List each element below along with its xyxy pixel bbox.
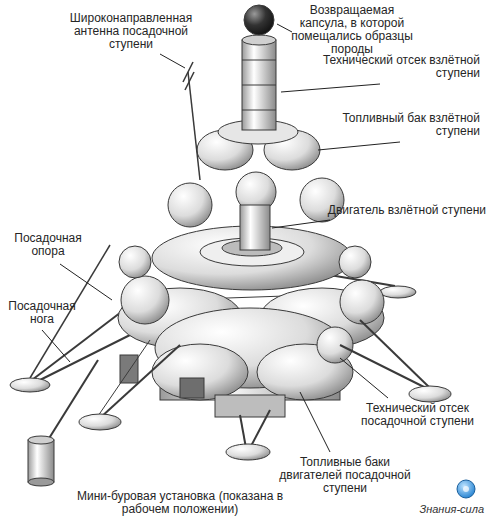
part-label: Топливные баки двигателей посадочной сту… xyxy=(270,456,420,495)
part-label: Возвращаемая капсула, в которой помещали… xyxy=(286,4,418,56)
watermark: Знания-сила xyxy=(392,503,484,516)
part-label: Топливный бак взлётной ступени xyxy=(330,112,480,138)
part-label: Посадочная нога xyxy=(4,300,80,326)
part-label: Технический отсек посадочной ступени xyxy=(345,402,490,428)
watermark-icon xyxy=(457,480,475,498)
leader-lines xyxy=(42,24,400,452)
part-label: Технический отсек взлётной ступени xyxy=(318,54,480,80)
part-label: Двигатель взлётной ступени xyxy=(286,204,486,217)
part-label: Мини-буровая установка (показана в рабоч… xyxy=(70,490,290,516)
part-label: Посадочная опора xyxy=(6,232,90,258)
part-label: Широконаправленная антенна посадочной ст… xyxy=(66,12,196,51)
